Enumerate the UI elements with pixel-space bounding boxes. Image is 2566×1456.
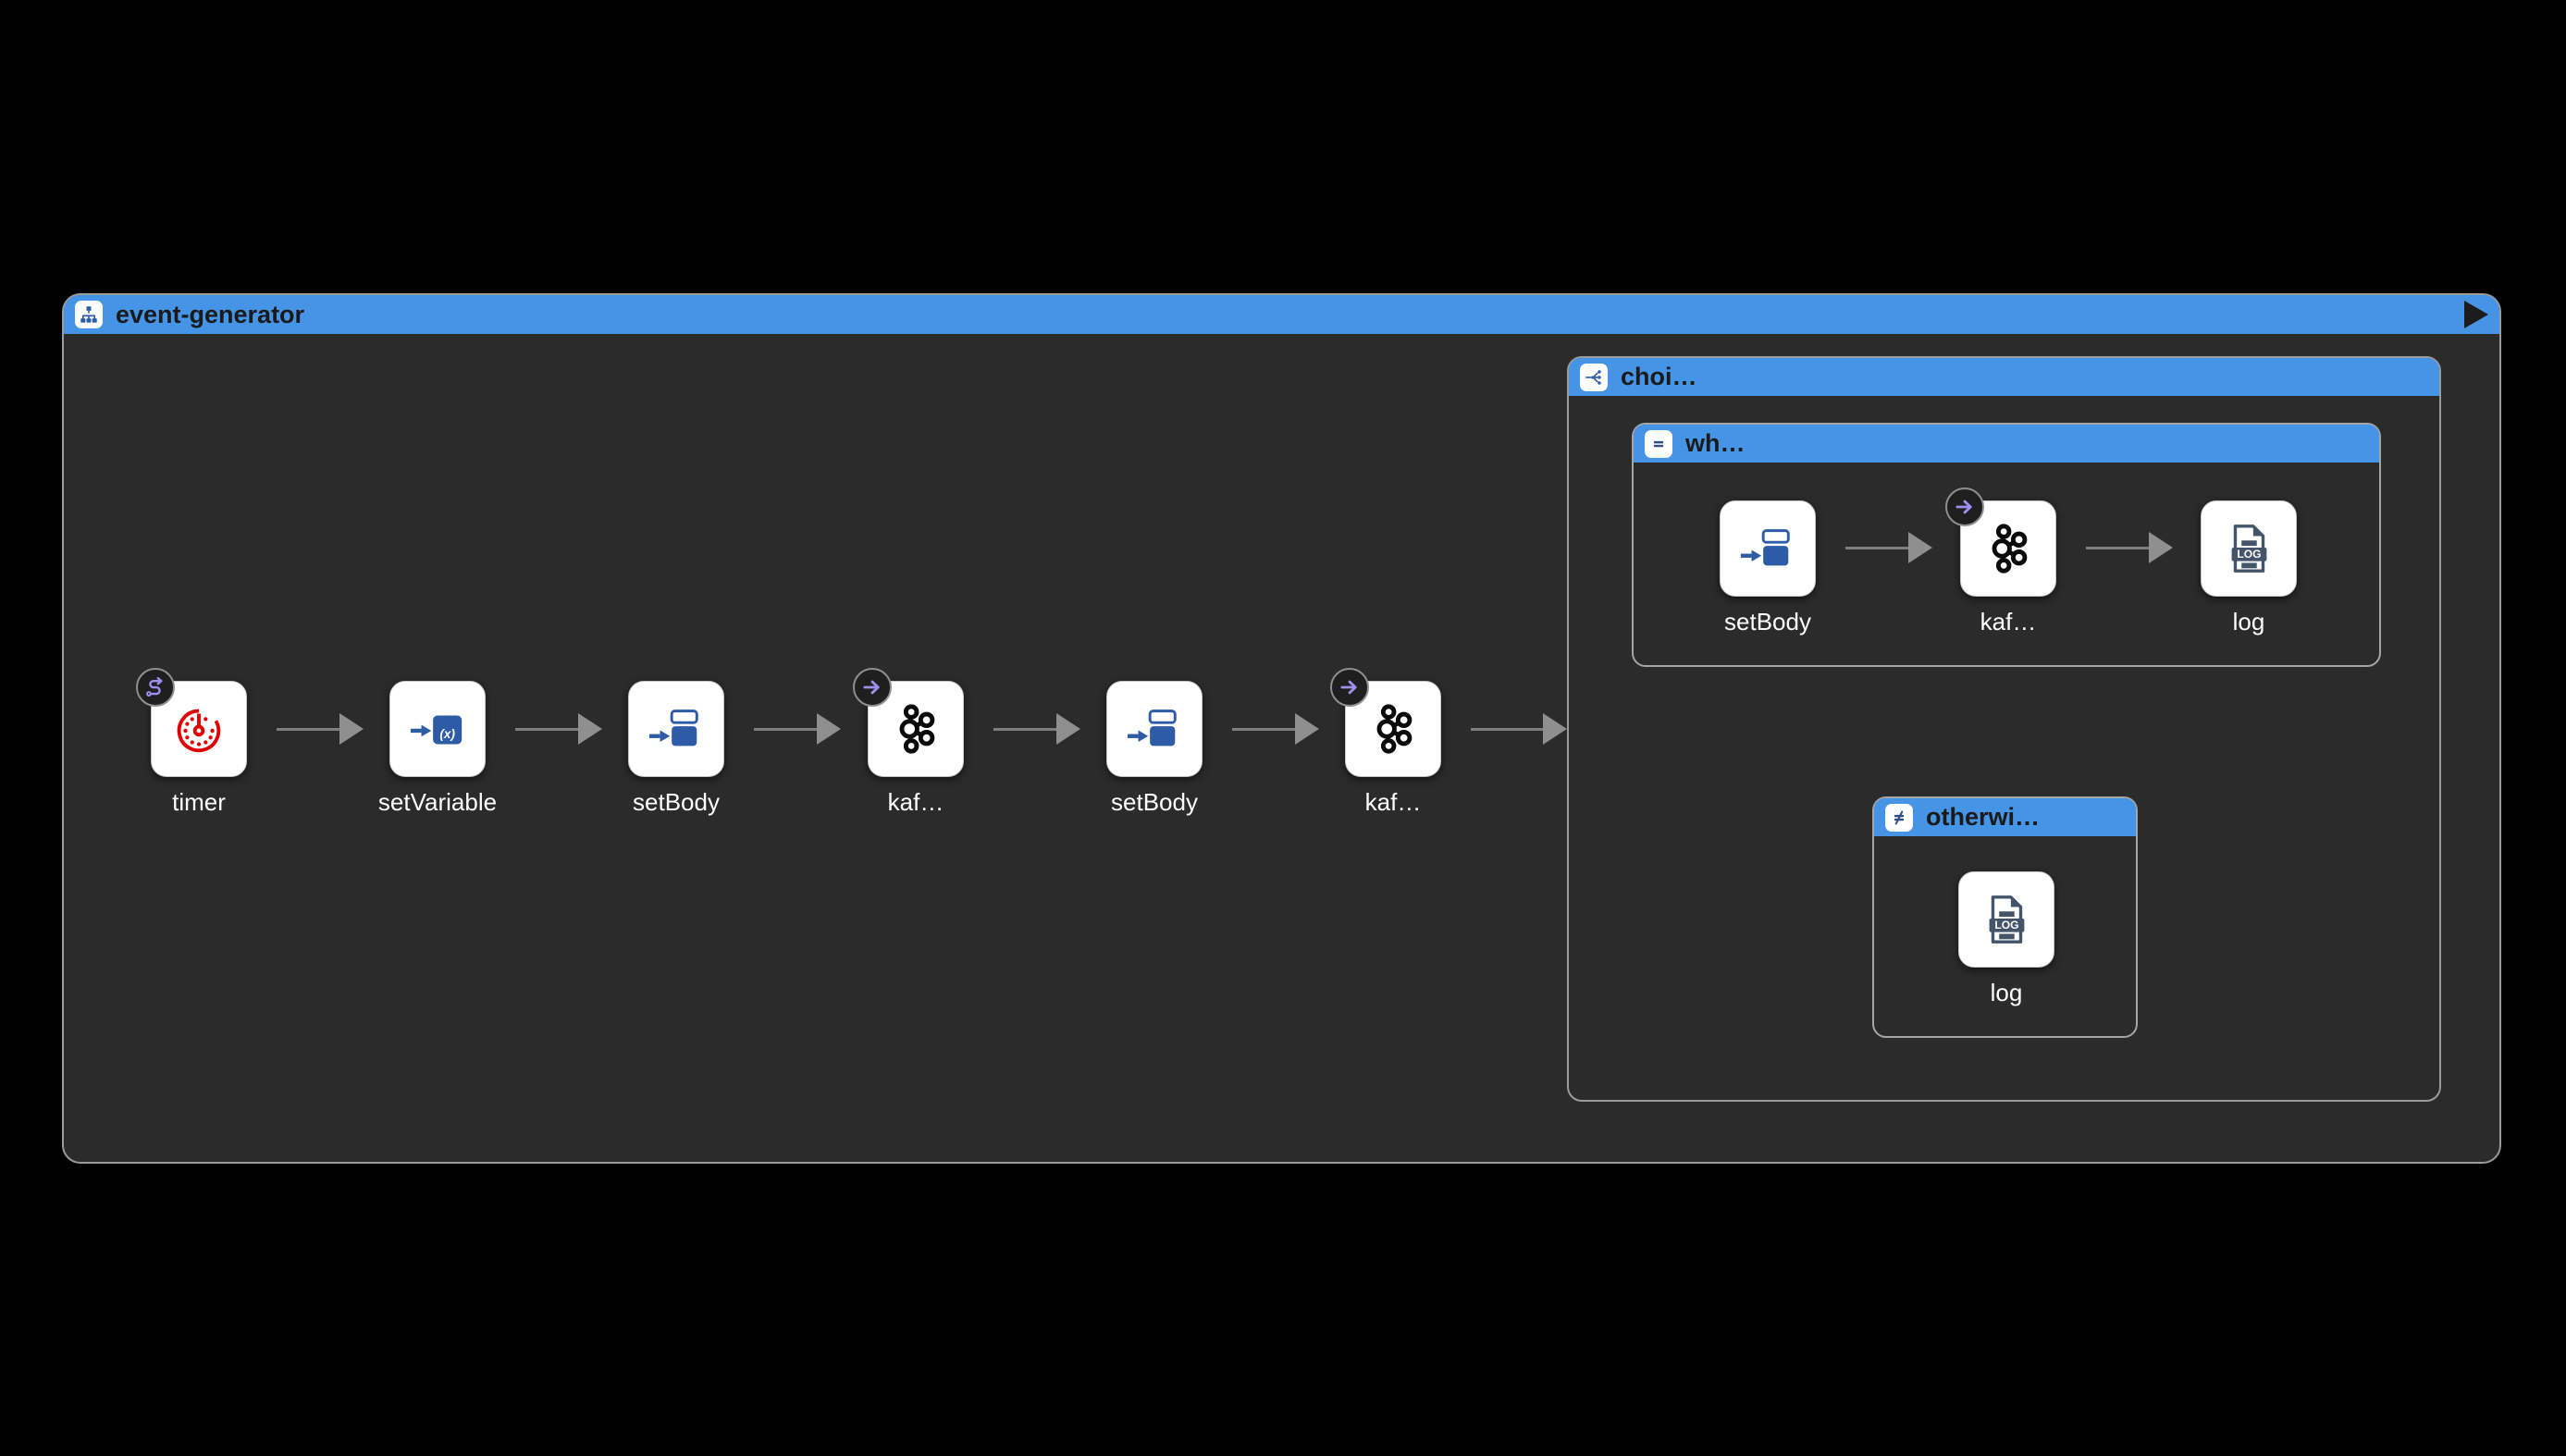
node-kafka-2[interactable]: kaf… bbox=[1330, 668, 1441, 816]
kafka-icon bbox=[1376, 704, 1413, 754]
arrow-right-badge-icon bbox=[1340, 680, 1357, 695]
set-body-icon bbox=[1740, 529, 1790, 566]
flow-arrow bbox=[277, 713, 364, 745]
route-arrow-badge bbox=[136, 668, 175, 707]
flow-arrow bbox=[2086, 532, 2173, 563]
node-when-log[interactable]: LOG log bbox=[2201, 500, 2297, 635]
node-timer[interactable]: timer bbox=[136, 668, 247, 816]
node-label: log bbox=[1990, 979, 2023, 1006]
group-title: wh… bbox=[1685, 429, 1746, 457]
node-label: setVariable bbox=[377, 788, 498, 816]
not-equals-icon bbox=[1894, 810, 1905, 824]
node-when-kafka[interactable]: kaf… bbox=[1945, 487, 2056, 635]
flow-arrow bbox=[993, 713, 1080, 745]
node-set-body[interactable]: setBody bbox=[628, 681, 724, 816]
event-generator-header[interactable]: event-generator bbox=[64, 295, 2499, 334]
node-kafka-1[interactable]: kaf… bbox=[853, 668, 964, 816]
arrow-right-badge bbox=[1945, 487, 1984, 526]
when-branch-group[interactable]: wh… setBody bbox=[1632, 423, 2381, 667]
set-body-icon bbox=[1127, 709, 1177, 747]
otherwise-header[interactable]: otherwi… bbox=[1874, 798, 2136, 836]
group-title: otherwi… bbox=[1926, 803, 2041, 831]
choice-icon bbox=[1585, 369, 1601, 385]
arrow-right-badge bbox=[853, 668, 892, 707]
node-when-set-body[interactable]: setBody bbox=[1720, 500, 1816, 635]
flow-arrow bbox=[1232, 713, 1319, 745]
node-label: setBody bbox=[633, 788, 720, 816]
node-label: setBody bbox=[1724, 608, 1811, 635]
flow-arrow bbox=[515, 713, 602, 745]
node-label: setBody bbox=[1111, 788, 1198, 816]
node-label: timer bbox=[172, 788, 226, 816]
svg-text:LOG: LOG bbox=[1994, 919, 2018, 932]
equals-chip bbox=[1645, 429, 1672, 458]
log-icon: LOG bbox=[1989, 895, 2025, 944]
equals-icon bbox=[1653, 440, 1664, 447]
not-equals-chip bbox=[1885, 803, 1913, 832]
kafka-icon bbox=[899, 704, 935, 754]
choice-chip bbox=[1580, 363, 1608, 391]
set-body-icon bbox=[648, 709, 698, 747]
choice-group[interactable]: choi… wh… bbox=[1567, 356, 2441, 1102]
node-otherwise-log[interactable]: LOG log bbox=[1958, 871, 2054, 1006]
svg-text:(x): (x) bbox=[439, 727, 455, 741]
when-header[interactable]: wh… bbox=[1634, 425, 2379, 463]
otherwise-branch-group[interactable]: otherwi… LOG log bbox=[1872, 796, 2138, 1038]
group-title: event-generator bbox=[116, 300, 305, 328]
kafka-icon bbox=[1992, 524, 2028, 574]
flow-arrow bbox=[754, 713, 841, 745]
log-icon: LOG bbox=[2231, 524, 2267, 573]
node-label: log bbox=[2232, 608, 2265, 635]
node-set-body-2[interactable]: setBody bbox=[1106, 681, 1203, 816]
sitemap-icon bbox=[80, 306, 97, 323]
node-label: kaf… bbox=[1980, 608, 2037, 635]
node-set-variable[interactable]: (x) setVariable bbox=[378, 681, 497, 816]
group-title: choi… bbox=[1621, 363, 1697, 390]
node-label: kaf… bbox=[1364, 788, 1422, 816]
timer-icon bbox=[177, 709, 221, 753]
flow-arrow bbox=[1845, 532, 1932, 563]
choice-header[interactable]: choi… bbox=[1569, 358, 2439, 396]
set-variable-icon: (x) bbox=[410, 715, 463, 745]
arrow-right-badge bbox=[1330, 668, 1369, 707]
svg-text:LOG: LOG bbox=[2237, 548, 2261, 561]
node-label: kaf… bbox=[887, 788, 944, 816]
flow-arrow bbox=[1471, 713, 1567, 745]
route-arrow-badge-icon bbox=[146, 676, 163, 697]
route-chip bbox=[75, 301, 103, 328]
arrow-right-badge-icon bbox=[1955, 500, 1972, 514]
arrow-right-badge-icon bbox=[863, 680, 880, 695]
play-icon[interactable] bbox=[2464, 301, 2488, 328]
event-generator-group[interactable]: event-generator bbox=[62, 293, 2501, 1164]
